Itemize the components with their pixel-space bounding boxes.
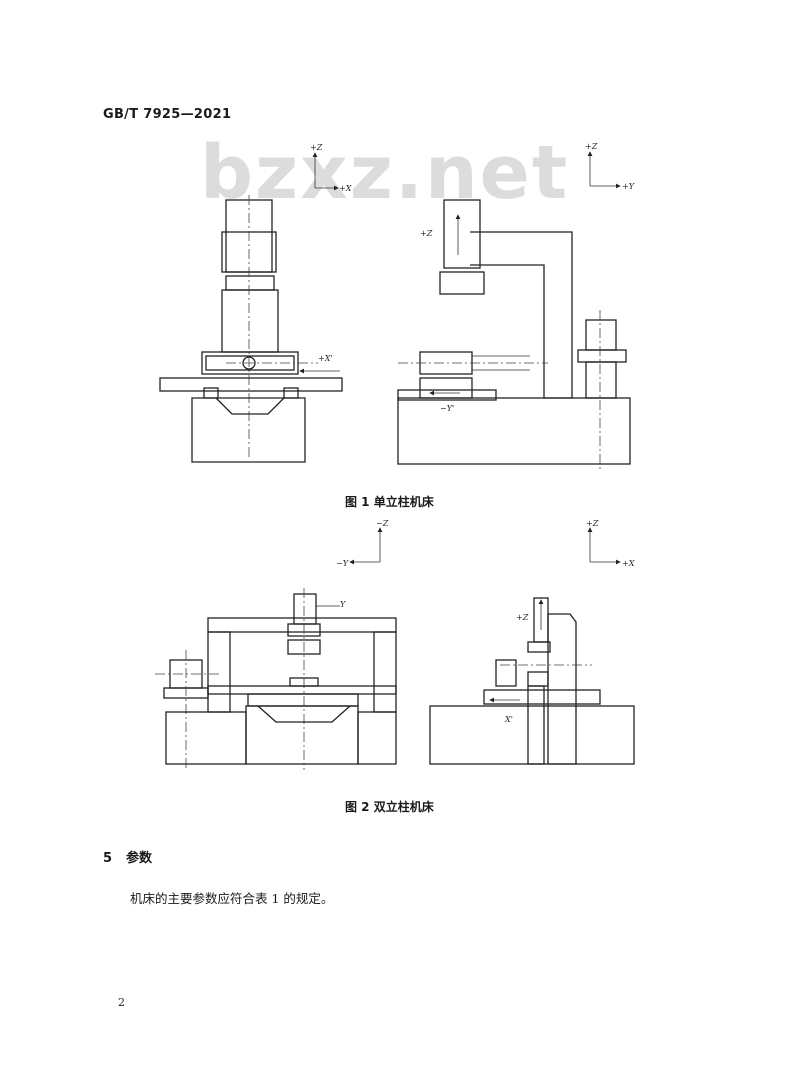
fig1-right-axis-y: +Y [622, 182, 635, 191]
page-number: 2 [118, 996, 125, 1009]
figure1-caption: 图 1 单立柱机床 [345, 495, 434, 509]
standard-code: GB/T 7925—2021 [103, 107, 232, 122]
fig1-right-axis-z: +Z [585, 142, 598, 151]
fig2-left-drawing: −Z −Y Y [155, 519, 397, 770]
fig1-right-table-y: −Y' [440, 404, 454, 413]
fig2-left-axis-y: −Y [336, 559, 349, 568]
fig2-right-table-x: X' [504, 715, 513, 724]
fig2-left-head-y: Y [340, 600, 346, 609]
watermark: bzxz.net [200, 130, 570, 216]
fig2-right-head-z: +Z [516, 613, 529, 622]
fig1-left-table-x: +X' [318, 354, 333, 363]
fig1-right-drawing: +Z +Y +Z −Y' [397, 142, 635, 470]
section-heading: 5 参数 [103, 847, 152, 866]
fig1-right-head-z: +Z [420, 229, 433, 238]
fig1-left-drawing: +Z +X +X' [159, 143, 352, 463]
fig1-left-axis-z: +Z [310, 143, 323, 152]
figure2-caption: 图 2 双立柱机床 [345, 800, 434, 814]
fig2-right-axis-x: +X [622, 559, 635, 568]
section-number: 5 [103, 851, 113, 866]
section-title: 参数 [126, 851, 153, 866]
fig2-right-axis-z: +Z [586, 519, 599, 528]
fig2-right-drawing: +Z +X +Z X' [429, 519, 635, 765]
fig2-left-axis-z: −Z [376, 519, 389, 528]
body-paragraph: 机床的主要参数应符合表 1 的规定。 [130, 891, 334, 906]
fig1-left-axis-x: +X [339, 184, 352, 193]
